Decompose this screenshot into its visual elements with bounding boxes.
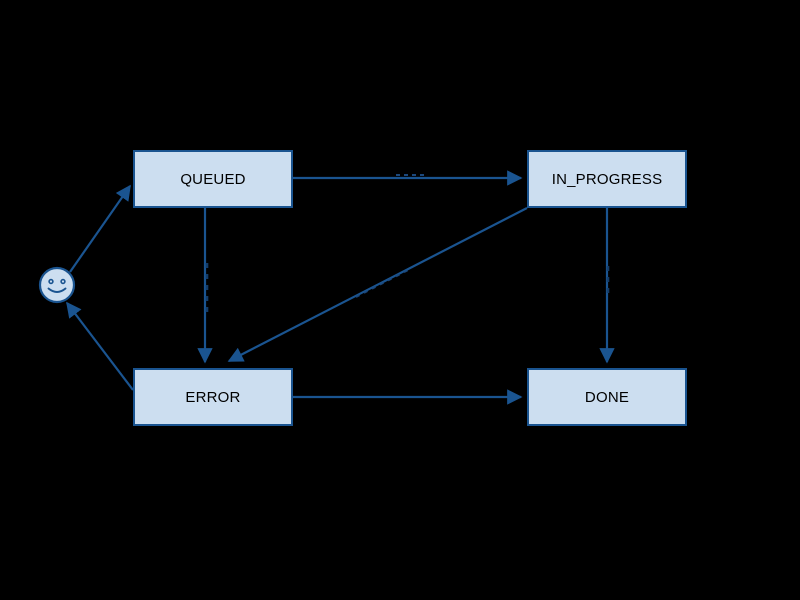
edge-queued-to-in-progress <box>293 170 523 186</box>
edge-in-progress-to-error <box>227 207 528 362</box>
state-node-done[interactable]: DONE <box>527 368 687 426</box>
edge-start-to-queued <box>69 184 131 273</box>
state-label-queued: QUEUED <box>180 170 246 188</box>
edge-in-progress-to-done <box>599 208 615 364</box>
state-label-done: DONE <box>584 388 630 406</box>
smiley-face-icon <box>38 266 76 304</box>
edge-queued-to-error <box>197 208 213 364</box>
state-label-error: ERROR <box>185 388 241 406</box>
start-state-node[interactable] <box>38 266 76 304</box>
state-node-queued[interactable]: QUEUED <box>133 150 293 208</box>
state-label-in-progress: IN_PROGRESS <box>551 170 663 188</box>
state-node-error[interactable]: ERROR <box>133 368 293 426</box>
state-node-in-progress[interactable]: IN_PROGRESS <box>527 150 687 208</box>
edge-error-to-start <box>66 301 134 391</box>
